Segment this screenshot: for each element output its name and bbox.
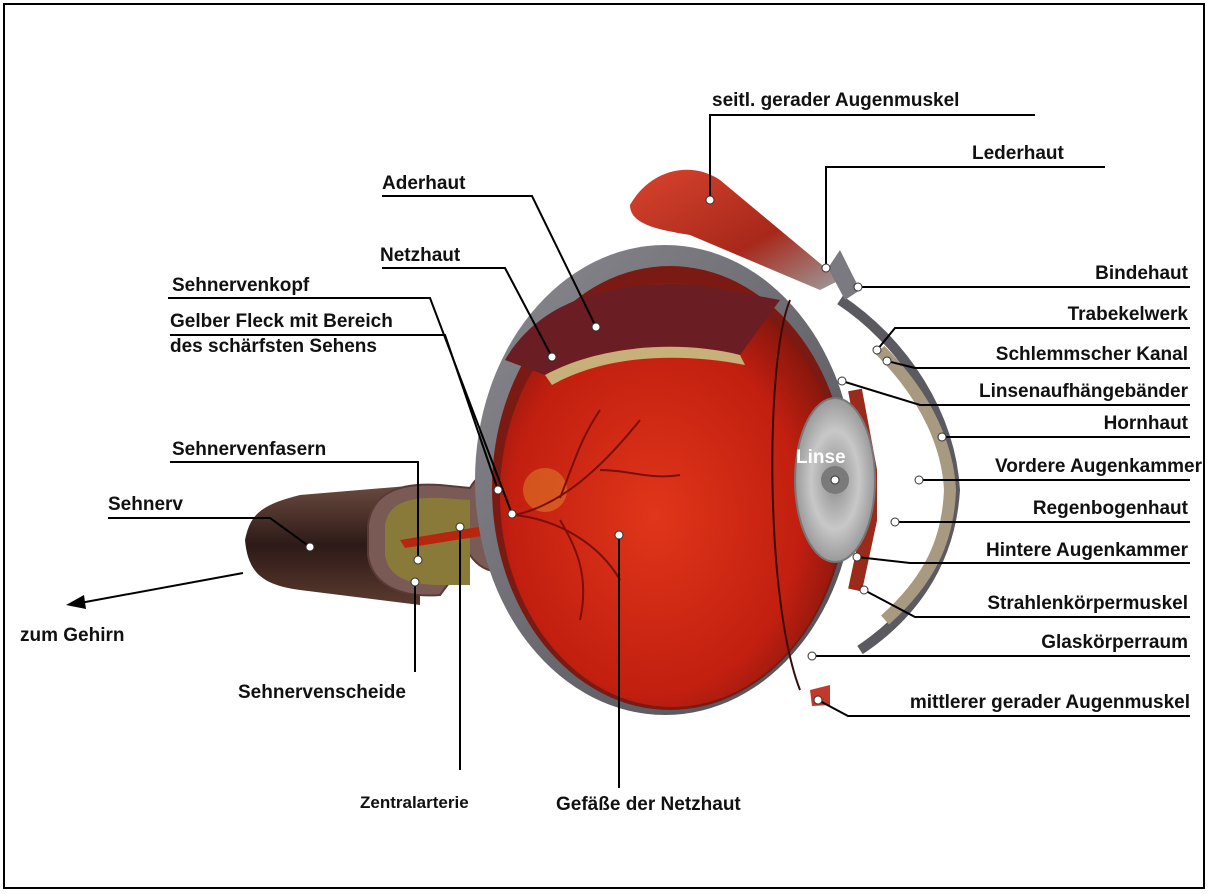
label-optic-nerve-head: Sehnervenkopf [172,275,310,296]
label-to-brain: zum Gehirn [20,625,125,646]
label-optic-nerve-fibers: Sehnervenfasern [172,439,326,460]
label-central-artery: Zentralarterie [360,793,469,812]
label-optic-nerve: Sehnerv [108,494,183,515]
label-zonule-fibers: Linsenaufhängebänder [979,381,1189,402]
label-yellow-spot-line1: Gelber Fleck mit Bereich [170,311,393,332]
label-sclera: Lederhaut [972,143,1065,164]
label-optic-nerve-sheath: Sehnervenscheide [238,682,406,703]
label-medial-rectus: mittlerer gerader Augenmuskel [910,692,1190,713]
label-yellow-spot-line2: des schärfsten Sehens [170,336,377,357]
label-conjunctiva: Bindehaut [1095,263,1189,284]
label-vitreous-chamber: Glaskörperraum [1041,632,1188,653]
eyeball-illustration [475,245,955,715]
label-retinal-vessels: Gefäße der Netzhaut [556,794,741,815]
label-schlemm-canal: Schlemmscher Kanal [996,344,1188,365]
label-lens: Linse [796,447,846,468]
label-anterior-chamber: Vordere Augenkammer [995,456,1203,477]
label-trabecular-meshwork: Trabekelwerk [1068,304,1189,325]
label-iris: Regenbogenhaut [1033,498,1189,519]
brain-direction-arrow [66,573,243,609]
label-cornea: Hornhaut [1104,413,1189,434]
label-posterior-chamber: Hintere Augenkammer [986,540,1189,561]
label-ciliary-muscle: Strahlenkörpermuskel [987,593,1188,614]
label-choroid: Aderhaut [382,173,466,194]
label-retina: Netzhaut [380,245,461,266]
label-lateral-rectus: seitl. gerader Augenmuskel [712,90,959,111]
